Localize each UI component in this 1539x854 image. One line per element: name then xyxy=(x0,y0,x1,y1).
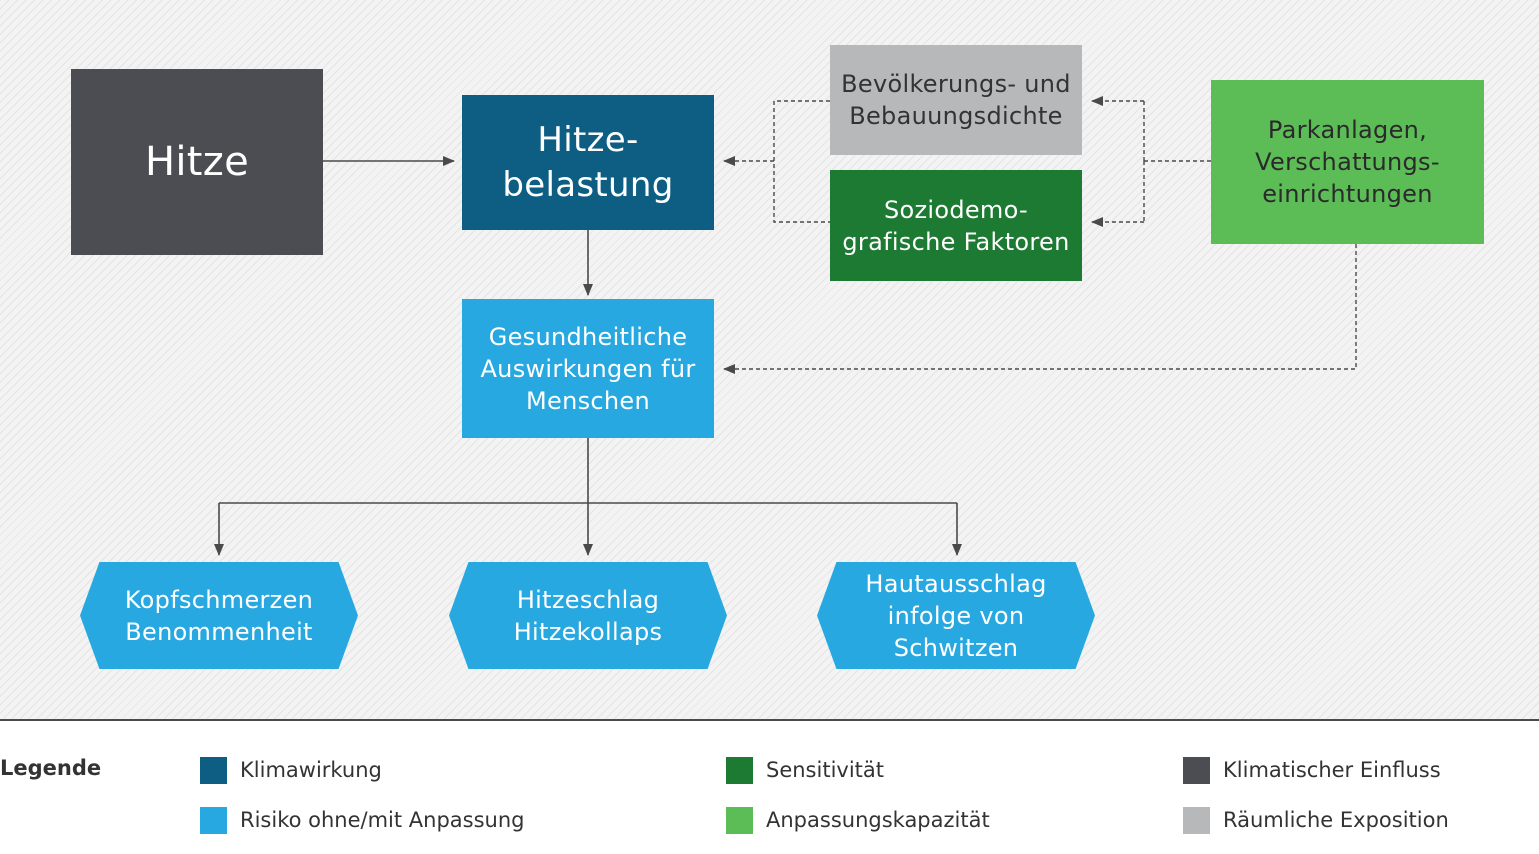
node-hitze-label: Hitze xyxy=(145,139,249,185)
node-hitzeschlag: Hitzeschlag Hitzekollaps xyxy=(449,562,727,669)
legend-item-risiko: Risiko ohne/mit Anpassung xyxy=(200,806,525,834)
legend-swatch-raeumliche-exposition xyxy=(1183,806,1210,834)
legend-label-klimawirkung: Klimawirkung xyxy=(240,758,382,782)
legend-swatch-anpassungskapazitaet xyxy=(726,806,753,834)
node-sozio-label: Soziodemo- grafische Faktoren xyxy=(842,195,1070,256)
legend-label-anpassungskapazitaet: Anpassungskapazität xyxy=(766,808,990,832)
node-bevoelkerung-label: Bevölkerungs- und Bebauungsdichte xyxy=(841,70,1071,130)
legend-item-anpassungskapazitaet: Anpassungskapazität xyxy=(726,806,990,834)
node-gesundheit: Gesundheitliche Auswirkungen für Mensche… xyxy=(462,299,714,438)
legend-swatch-risiko xyxy=(200,806,227,834)
legend-label-klimatischer-einfluss: Klimatischer Einfluss xyxy=(1223,758,1441,782)
node-hitzebelastung: Hitze- belastung xyxy=(462,95,714,230)
dashed-park-to-gesundheit xyxy=(723,244,1357,374)
dashed-bracket-left xyxy=(773,100,830,223)
node-hitzebelastung-label: Hitze- belastung xyxy=(502,119,674,205)
legend-item-sensitivitaet: Sensitivität xyxy=(726,756,884,784)
legend-label-raeumliche-exposition: Räumliche Exposition xyxy=(1223,808,1449,832)
legend-label-risiko: Risiko ohne/mit Anpassung xyxy=(240,808,525,832)
legend-label-sensitivitaet: Sensitivität xyxy=(766,758,885,782)
legend-swatch-sensitivitaet xyxy=(726,756,753,784)
legend-item-klimatischer-einfluss: Klimatischer Einfluss xyxy=(1183,756,1441,784)
node-gesundheit-label: Gesundheitliche Auswirkungen für Mensche… xyxy=(480,322,696,415)
node-kopf-label: Kopfschmerzen Benommenheit xyxy=(124,585,314,646)
node-kopf: Kopfschmerzen Benommenheit xyxy=(80,562,358,669)
node-bevoelkerung: Bevölkerungs- und Bebauungsdichte xyxy=(830,45,1082,155)
legend-item-klimawirkung: Klimawirkung xyxy=(200,756,382,784)
node-park-label: Parkanlagen, Verschattungs- einrichtunge… xyxy=(1255,116,1440,208)
node-haut: Hautausschlag infolge von Schwitzen xyxy=(817,562,1095,669)
node-hitze: Hitze xyxy=(71,69,323,255)
legend-title: Legende xyxy=(0,756,102,780)
legend-divider xyxy=(0,719,1539,721)
legend-item-raeumliche-exposition: Räumliche Exposition xyxy=(1183,806,1449,834)
node-haut-label: Hautausschlag infolge von Schwitzen xyxy=(865,569,1047,662)
node-sozio: Soziodemo- grafische Faktoren xyxy=(830,170,1082,281)
legend-swatch-klimatischer-einfluss xyxy=(1183,756,1210,784)
connectors xyxy=(214,96,1357,556)
node-park: Parkanlagen, Verschattungs- einrichtunge… xyxy=(1211,80,1484,244)
legend-swatch-klimawirkung xyxy=(200,756,227,784)
node-hitzeschlag-label: Hitzeschlag Hitzekollaps xyxy=(513,585,663,646)
